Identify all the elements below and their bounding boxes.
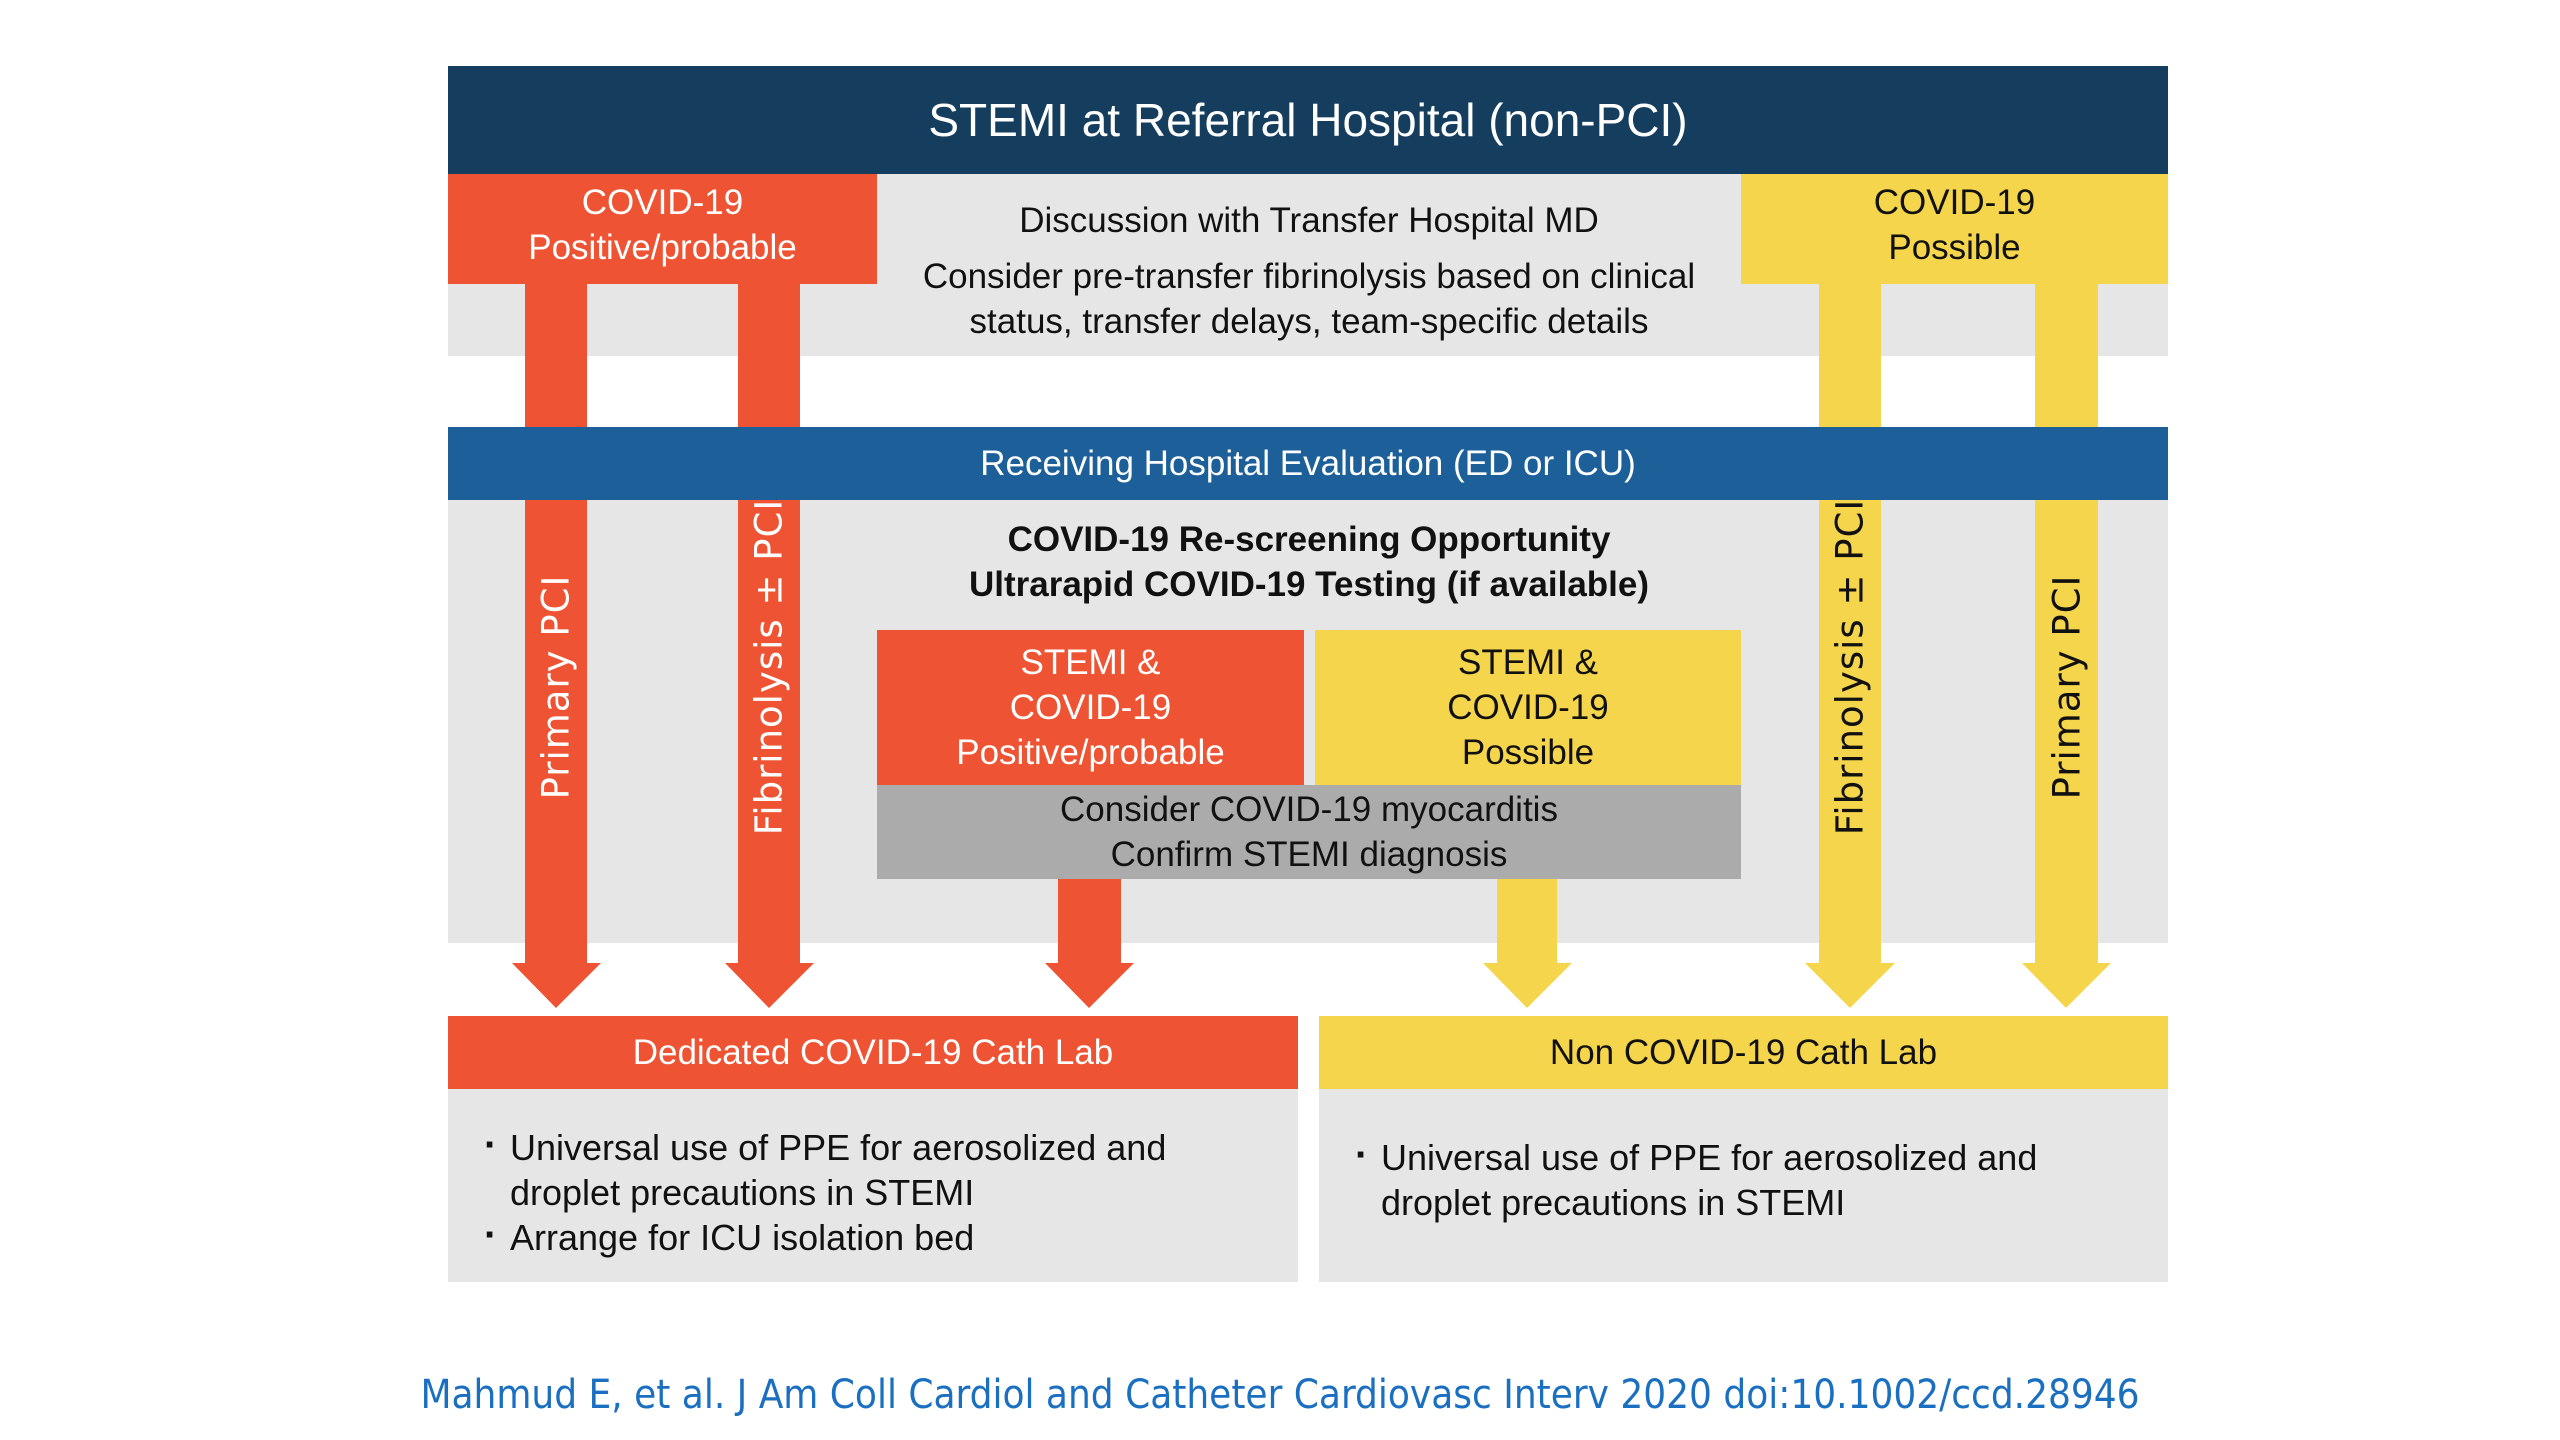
discussion-line2: Consider pre-transfer fibrinolysis based… — [922, 257, 1696, 296]
dedicated-bullet-2-line1: Arrange for ICU isolation bed — [510, 1217, 975, 1258]
arrow-right-primary-pci: Primary PCI — [2035, 500, 2098, 965]
stemi-possible-line2: COVID-19 — [1447, 688, 1609, 727]
covid-positive-line2: Positive/probable — [528, 228, 797, 267]
arrow-right-fibrinolysis: Fibrinolysis ± PCI — [1819, 498, 1881, 965]
arrow-left-fibrinolysis: Fibrinolysis ± PCI — [738, 498, 800, 965]
covid-possible-box: COVID-19 Possible — [1741, 174, 2168, 284]
arrowhead-left-fibrinolysis — [725, 963, 814, 1008]
covid-positive-box: COVID-19 Positive/probable — [448, 174, 877, 284]
arrowhead-stemi-possible — [1483, 963, 1572, 1008]
stemi-possible-line3: Possible — [1461, 733, 1595, 772]
covid-possible-line2: Possible — [1888, 228, 2021, 267]
receiving-hospital-label: Receiving Hospital Evaluation (ED or ICU… — [980, 443, 1636, 483]
arrowhead-stemi-positive — [1045, 963, 1134, 1008]
non-covid-bullet-1-line1: Universal use of PPE for aerosolized and — [1381, 1137, 2038, 1178]
dedicated-cath-lab-bullets: Universal use of PPE for aerosolized and… — [484, 1123, 1298, 1260]
rescreening-line2: Ultrarapid COVID-19 Testing (if availabl… — [968, 565, 1650, 604]
dedicated-bullet-2: Arrange for ICU isolation bed — [484, 1213, 1298, 1260]
stemi-positive-line1: STEMI & — [1020, 643, 1161, 682]
header-title: STEMI at Referral Hospital (non-PCI) — [928, 94, 1688, 146]
dedicated-cath-lab-title: Dedicated COVID-19 Cath Lab — [632, 1032, 1114, 1072]
covid-possible-line1: COVID-19 — [1873, 183, 2036, 222]
consider-line1: Consider COVID-19 myocarditis — [1060, 790, 1558, 829]
dedicated-bullet-1-line2: droplet precautions in STEMI — [510, 1172, 975, 1213]
consider-line2: Confirm STEMI diagnosis — [1110, 835, 1508, 874]
stemi-possible-box: STEMI & COVID-19 Possible — [1315, 630, 1741, 785]
citation: Mahmud E, et al. J Am Coll Cardiol and C… — [0, 1365, 2560, 1425]
arrow-left-primary-pci: Primary PCI — [525, 500, 587, 965]
dedicated-cath-lab-header: Dedicated COVID-19 Cath Lab — [448, 1016, 1298, 1089]
rescreening-line1: COVID-19 Re-screening Opportunity — [1007, 520, 1611, 559]
covid-positive-line1: COVID-19 — [581, 183, 744, 222]
stemi-possible-line1: STEMI & — [1457, 643, 1599, 682]
arrowhead-right-fibrinolysis — [1805, 963, 1895, 1008]
stem-left-fibrinolysis-top — [738, 270, 800, 440]
non-covid-cath-lab-header: Non COVID-19 Cath Lab — [1319, 1016, 2168, 1089]
dedicated-bullet-1: Universal use of PPE for aerosolized and… — [484, 1123, 1298, 1215]
stemi-positive-line3: Positive/probable — [956, 733, 1225, 772]
discussion-line1: Discussion with Transfer Hospital MD — [1019, 201, 1599, 240]
non-covid-cath-lab-body: Universal use of PPE for aerosolized and… — [1319, 1089, 2168, 1282]
non-covid-cath-lab-title: Non COVID-19 Cath Lab — [1549, 1032, 1938, 1072]
non-covid-bullet-1-line2: droplet precautions in STEMI — [1381, 1182, 1846, 1223]
arrowhead-left-primary-pci — [512, 963, 601, 1008]
dedicated-bullet-1-line1: Universal use of PPE for aerosolized and — [510, 1127, 1167, 1168]
citation-text: Mahmud E, et al. J Am Coll Cardiol and C… — [420, 1372, 2140, 1418]
non-covid-cath-lab-bullets: Universal use of PPE for aerosolized and… — [1355, 1133, 2168, 1225]
dedicated-cath-lab-body: Universal use of PPE for aerosolized and… — [448, 1089, 1298, 1282]
arrow-stemi-positive-stem — [1058, 879, 1121, 965]
rescreening-text: COVID-19 Re-screening Opportunity Ultrar… — [877, 512, 1741, 612]
stem-right-primary-pci-top — [2035, 270, 2098, 440]
stem-right-fibrinolysis-top — [1819, 270, 1881, 440]
arrow-stemi-possible-stem — [1497, 879, 1557, 965]
receiving-hospital-bar: Receiving Hospital Evaluation (ED or ICU… — [448, 427, 2168, 500]
discussion-line3: status, transfer delays, team-specific d… — [969, 302, 1649, 341]
stemi-positive-line2: COVID-19 — [1009, 688, 1172, 727]
arrowhead-right-primary-pci — [2022, 963, 2111, 1008]
non-covid-bullet-1: Universal use of PPE for aerosolized and… — [1355, 1133, 2168, 1225]
header-bar: STEMI at Referral Hospital (non-PCI) — [448, 66, 2168, 174]
discussion-text: Discussion with Transfer Hospital MD Con… — [877, 196, 1741, 346]
consider-myocarditis-box: Consider COVID-19 myocarditis Confirm ST… — [877, 785, 1741, 879]
stemi-positive-box: STEMI & COVID-19 Positive/probable — [877, 630, 1304, 785]
stem-left-primary-pci-top — [525, 270, 587, 440]
